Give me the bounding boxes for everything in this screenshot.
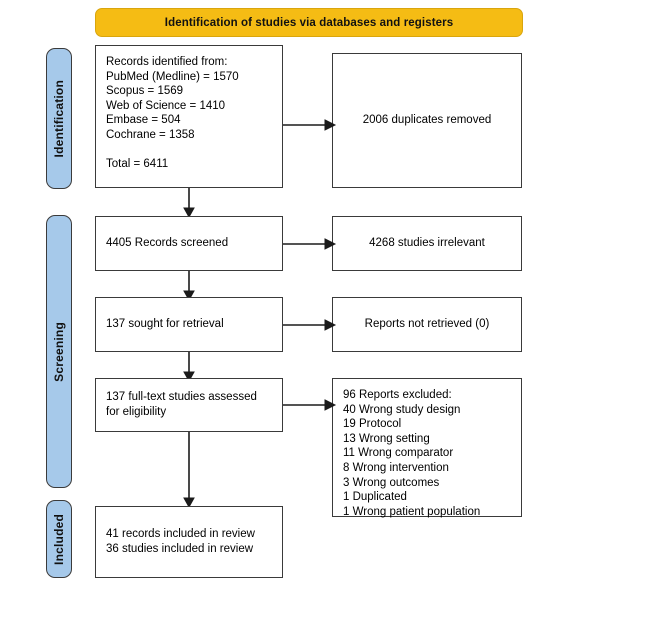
box-reports-not-retrieved: Reports not retrieved (0) [332,297,522,352]
phase-label-screening: Screening [52,321,66,382]
box-fulltext-assessed: 137 full-text studies assessed for eligi… [95,378,283,432]
box-sought-for-retrieval-text: 137 sought for retrieval [106,318,224,331]
box-records-screened: 4405 Records screened [95,216,283,271]
box-duplicates-removed: 2006 duplicates removed [332,53,522,188]
phase-label-identification: Identification [52,79,66,158]
box-sought-for-retrieval: 137 sought for retrieval [95,297,283,352]
arrow-fulltext-to-included [183,432,195,508]
box-studies-irrelevant: 4268 studies irrelevant [332,216,522,271]
box-included-in-review-text: 41 records included in review 36 studies… [106,528,255,555]
arrow-identified-to-screened [183,188,195,218]
box-records-identified: Records identified from: PubMed (Medline… [95,45,283,188]
box-studies-irrelevant-text: 4268 studies irrelevant [369,237,485,250]
arrow-screened-to-irrelevant [283,238,337,250]
box-duplicates-removed-text: 2006 duplicates removed [362,114,492,127]
banner-label: Identification of studies via databases … [164,16,454,29]
arrow-identified-to-duplicates [283,119,337,131]
phase-band-screening: Screening [46,215,72,488]
box-reports-excluded: 96 Reports excluded: 40 Wrong study desi… [332,378,522,518]
box-included-in-review: 41 records included in review 36 studies… [95,506,283,578]
phase-band-identification: Identification [46,48,72,189]
box-reports-not-retrieved-text: Reports not retrieved (0) [364,318,490,331]
box-reports-excluded-text: 96 Reports excluded: 40 Wrong study desi… [343,389,481,518]
phase-band-included: Included [46,500,72,578]
box-records-screened-text: 4405 Records screened [106,237,229,250]
arrow-screened-to-retrieval [183,271,195,301]
phase-label-included: Included [52,513,66,565]
box-fulltext-assessed-text: 137 full-text studies assessed for eligi… [106,391,257,418]
arrow-retrieval-to-fulltext [183,352,195,382]
box-records-identified-text: Records identified from: PubMed (Medline… [106,56,239,171]
banner-identification-via-databases: Identification of studies via databases … [95,8,523,37]
arrow-retrieval-to-not-retrieved [283,319,337,331]
arrow-fulltext-to-excluded [283,399,337,411]
